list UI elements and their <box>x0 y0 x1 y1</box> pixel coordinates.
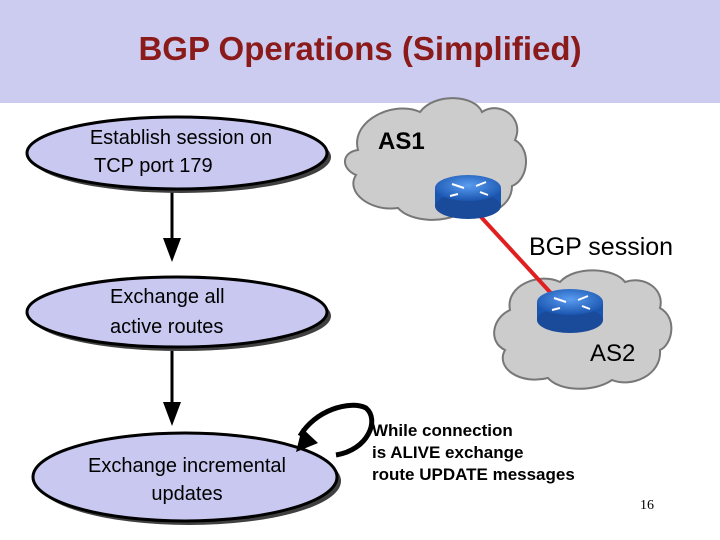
step-exchange-all-ellipse <box>25 275 331 351</box>
self-loop-arrow <box>296 402 375 458</box>
router-as1-icon <box>435 175 501 219</box>
update-note-line3: route UPDATE messages <box>372 465 575 484</box>
bgp-session-line <box>468 203 562 305</box>
step-exchange-incremental-line1: Exchange incremental <box>88 455 286 477</box>
step-exchange-incremental-label: Exchange incremental updates <box>52 452 322 508</box>
as2-label: AS2 <box>590 340 636 367</box>
step-exchange-all-line1: Exchange all <box>110 286 225 308</box>
update-note-line1: While connection <box>372 421 513 440</box>
page-number: 16 <box>640 498 654 513</box>
bgp-session-label: BGP session <box>529 233 674 261</box>
title-bar <box>0 0 720 103</box>
flow-arrow-2 <box>163 347 181 426</box>
step-establish-line2: TCP port 179 <box>94 155 213 177</box>
update-note: While connection is ALIVE exchange route… <box>372 420 575 486</box>
flow-arrow-1 <box>163 188 181 262</box>
page-title: BGP Operations (Simplified) <box>138 30 582 67</box>
step-exchange-all-label: Exchange all active routes <box>110 282 225 342</box>
as1-label: AS1 <box>378 128 425 155</box>
step-establish-ellipse <box>25 115 331 193</box>
step-exchange-incremental-ellipse <box>31 431 341 525</box>
step-exchange-incremental-line2: updates <box>151 483 223 505</box>
update-note-line2: is ALIVE exchange <box>372 443 524 462</box>
step-establish-line1: Establish session on <box>89 127 273 149</box>
step-exchange-all-line2: active routes <box>110 316 224 338</box>
router-as2-icon <box>537 289 603 333</box>
step-establish-label: Establish session on TCP port 179 <box>50 124 312 180</box>
